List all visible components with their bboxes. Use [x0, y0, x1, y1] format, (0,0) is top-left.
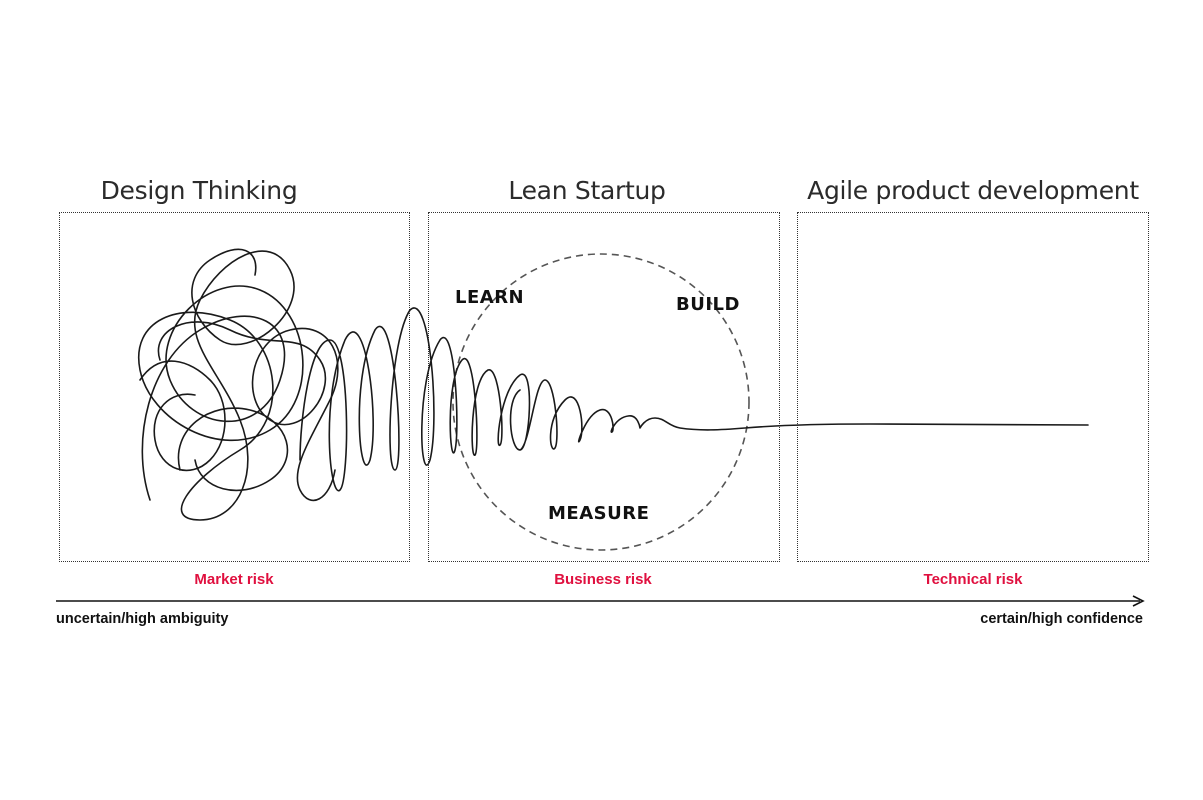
cycle-label-measure: MEASURE	[548, 503, 649, 524]
risk-label-technical: Technical risk	[924, 571, 1023, 588]
cycle-label-build: BUILD	[676, 294, 740, 315]
iteration-loops	[300, 308, 1088, 491]
axis-label-uncertain: uncertain/high ambiguity	[56, 611, 228, 627]
cycle-label-learn: LEARN	[455, 287, 524, 308]
axis-label-certain: certain/high confidence	[980, 611, 1143, 627]
risk-label-market: Market risk	[194, 571, 273, 588]
risk-label-business: Business risk	[554, 571, 652, 588]
